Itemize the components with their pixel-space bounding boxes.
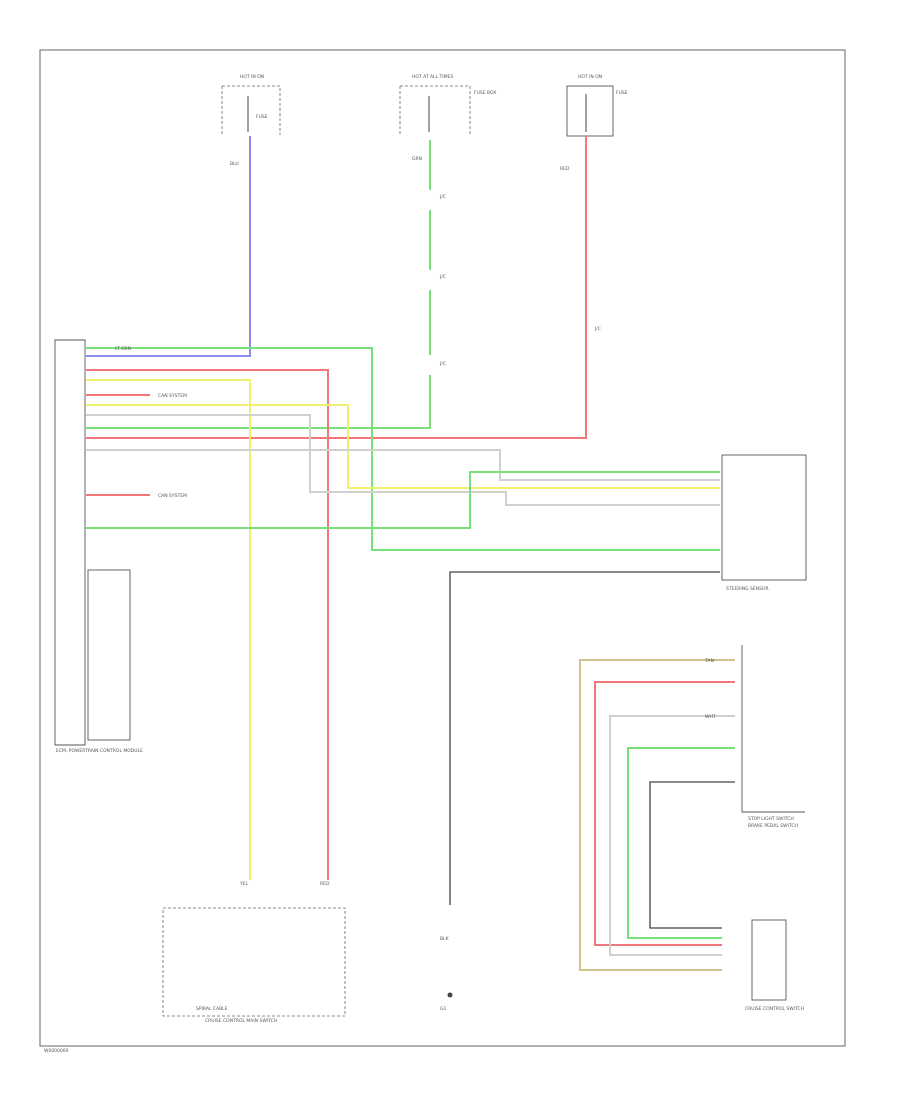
steering-sensor-label: STEERING SENSOR [726,586,769,592]
label-ltgrn: LT GRN [115,346,131,352]
label-wht: WHT [705,714,716,720]
note-can-1: CAN SYSTEM [158,393,187,399]
label-blu: BLU [230,161,239,167]
lower-right-label: CRUISE CONTROL SWITCH [745,1006,804,1012]
note-can-2: CAN SYSTEM [158,493,187,499]
main-switch-label: CRUISE CONTROL MAIN SWITCH [205,1018,277,1024]
fuse-left-label: HOT IN ON [240,74,264,80]
wire-white-steering-2 [86,449,720,481]
spiral-cable-label: SPIRAL CABLE [196,1006,228,1012]
brake-switch: STOP LIGHT SWITCH BRAKE PEDAL SWITCH [741,645,805,829]
wire-white-brake [609,715,735,956]
ecm-label: ECM, POWERTRAIN CONTROL MODULE [56,748,143,754]
wire-blue [86,136,251,357]
wire-red-down [86,369,329,880]
wire-yellow-down [86,379,251,880]
label-red-lower: RED [320,881,330,887]
label-grn: GRN [412,156,422,162]
wire-black-ground [449,571,720,905]
diagram-frame [39,49,846,1047]
cruise-main-switch: SPIRAL CABLE CRUISE CONTROL MAIN SWITCH [162,907,346,1024]
fuse-right-sub: FUSE [616,90,628,96]
fuse-right-label: HOT IN ON [578,74,602,80]
splice-3: J/C [439,361,446,367]
fuse-block-right: HOT IN ON FUSE [566,74,628,137]
fuse-left-sub: FUSE [256,114,268,120]
label-red: RED [560,166,570,172]
fuse-block-left: HOT IN ON FUSE [221,74,281,135]
steering-sensor: STEERING SENSOR [721,454,807,592]
brake-switch-label-2: BRAKE PEDAL SWITCH [748,823,798,829]
wire-red-right [86,136,587,439]
fuse-middle-sub: FUSE BOX [474,90,496,96]
ground-point: G1 [440,992,453,1012]
brake-switch-label: STOP LIGHT SWITCH [748,816,794,822]
lower-right-connector: CRUISE CONTROL SWITCH [745,919,804,1012]
ecm-module: ECM, POWERTRAIN CONTROL MODULE [54,339,143,754]
splice-2: J/C [439,274,446,280]
label-ylw: YEL [239,881,249,887]
fuse-block-middle: HOT AT ALL TIMES FUSE BOX [399,74,496,135]
wire-green-brake [627,747,735,939]
wire-black-brake [649,781,735,929]
image-code: W0000000 [44,1048,69,1054]
splice-4: J/C [594,326,601,332]
wire-yellow-steering [86,404,720,489]
label-blk: BLK [440,936,450,942]
ground-label: G1 [440,1006,446,1012]
wire-green-middle [86,140,431,429]
fuse-middle-label: HOT AT ALL TIMES [412,74,453,80]
wire-green-steering [86,471,720,529]
wire-red-brake [594,681,735,946]
wire-white-steering [86,414,720,506]
label-tan: TAN [704,658,714,664]
splice-1: J/C [439,194,446,200]
wire-tan-brake [579,659,735,971]
